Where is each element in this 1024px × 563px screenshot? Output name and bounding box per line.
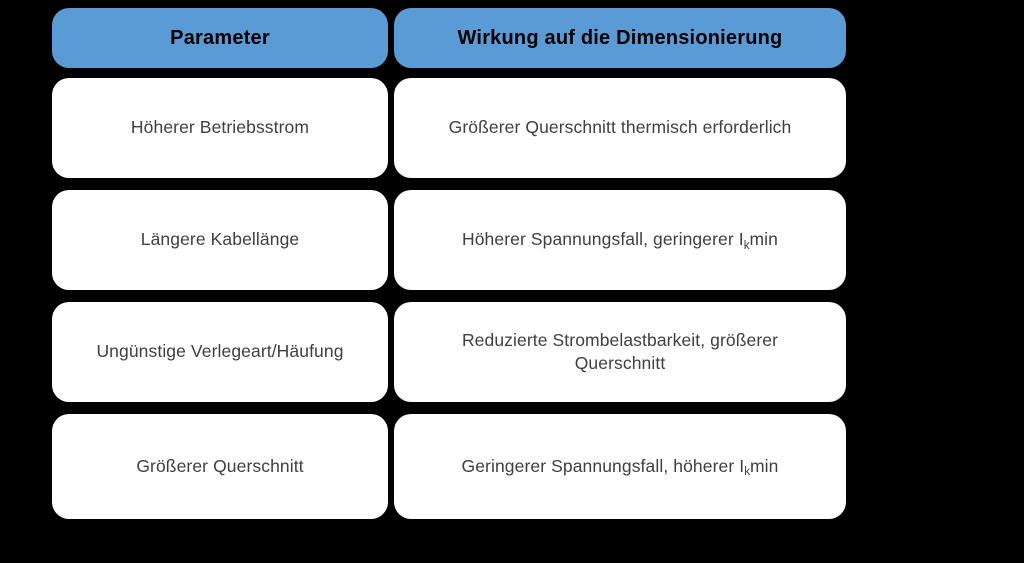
table-row: Längere Kabellänge Höherer Spannungsfall…	[52, 190, 846, 290]
row-spacer	[52, 402, 846, 414]
cell-effect-3: Reduzierte Strombelastbarkeit, größerer …	[394, 302, 846, 402]
cell-parameter-3: Ungünstige Verlegeart/Häufung	[52, 302, 388, 402]
effect-2-prefix: Höherer Spannungsfall, geringerer I	[461, 229, 744, 250]
cell-text-parameter-4: Größerer Querschnitt	[136, 455, 304, 476]
cell-effect-1: Größerer Querschnitt thermisch erforderl…	[394, 78, 846, 178]
row-spacer	[52, 178, 846, 190]
header-label-effect: Wirkung auf die Dimensionierung	[457, 26, 783, 49]
cell-effect-2: Höherer Spannungsfall, geringerer Ikmin	[394, 190, 846, 290]
table-row: Größerer Querschnitt Geringerer Spannung…	[52, 414, 846, 519]
cell-parameter-2: Längere Kabellänge	[52, 190, 388, 290]
cell-text-parameter-3: Ungünstige Verlegeart/Häufung	[96, 341, 344, 362]
table-row: Höherer Betriebsstrom Größerer Querschni…	[52, 78, 846, 178]
cell-text-effect-1: Größerer Querschnitt thermisch erforderl…	[448, 117, 792, 138]
table-header-row: Parameter Wirkung auf die Dimensionierun…	[52, 8, 846, 68]
effect-4-prefix: Geringerer Spannungsfall, höherer I	[461, 455, 745, 476]
cell-text-parameter-1: Höherer Betriebsstrom	[130, 117, 310, 138]
cell-text-parameter-2: Längere Kabellänge	[140, 229, 300, 250]
comparison-table: Parameter Wirkung auf die Dimensionierun…	[52, 8, 846, 520]
cell-effect-4: Geringerer Spannungsfall, höherer Ikmin	[394, 414, 846, 519]
header-label-parameter: Parameter	[170, 26, 270, 49]
cell-parameter-1: Höherer Betriebsstrom	[52, 78, 388, 178]
effect-4-suffix: min	[749, 455, 779, 476]
cell-text-effect-2: Höherer Spannungsfall, geringerer Ikmin	[462, 228, 778, 251]
row-spacer	[52, 68, 846, 78]
row-spacer	[52, 290, 846, 302]
effect-4-subscript: k	[744, 466, 750, 479]
effect-2-suffix: min	[749, 229, 778, 250]
cell-text-effect-3: Reduzierte Strombelastbarkeit, größerer …	[461, 329, 779, 373]
cell-parameter-4: Größerer Querschnitt	[52, 414, 388, 519]
cell-text-effect-4: Geringerer Spannungsfall, höherer Ikmin	[462, 455, 779, 478]
effect-2-subscript: k	[743, 239, 750, 252]
header-cell-parameter: Parameter	[52, 8, 388, 68]
table-row: Ungünstige Verlegeart/Häufung Reduzierte…	[52, 302, 846, 402]
header-cell-effect: Wirkung auf die Dimensionierung	[394, 8, 846, 68]
